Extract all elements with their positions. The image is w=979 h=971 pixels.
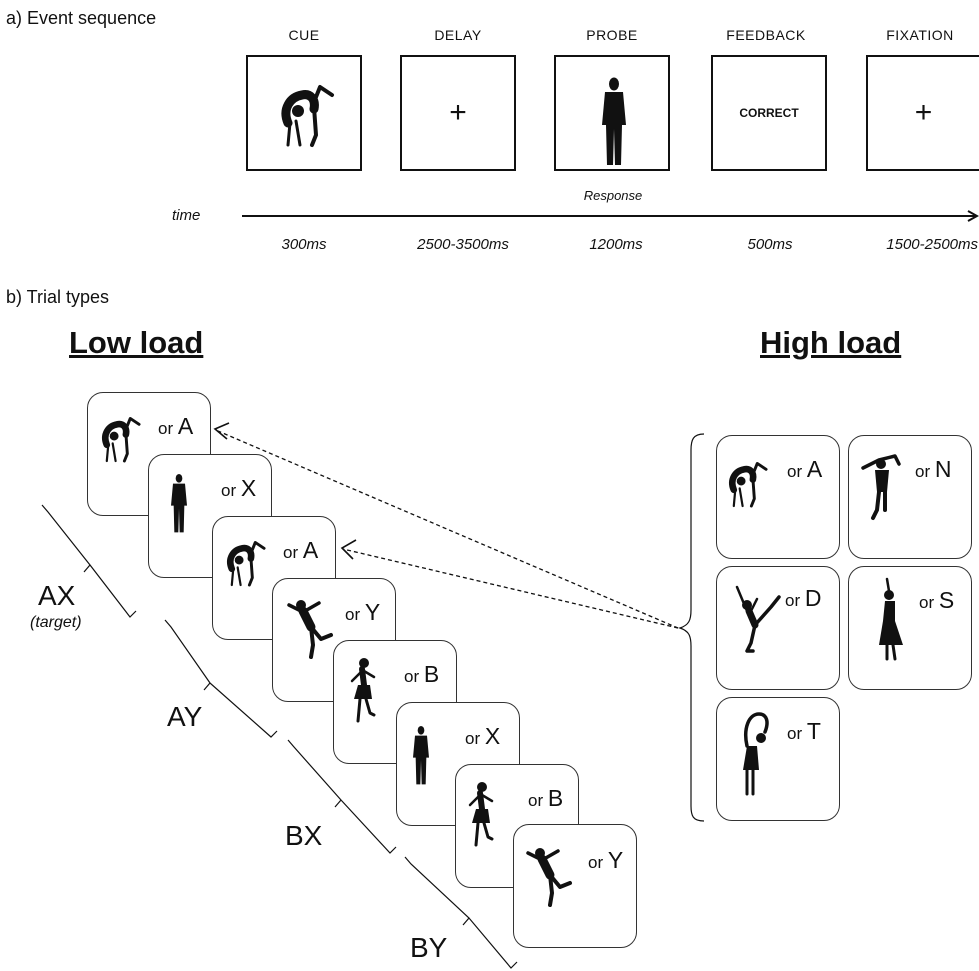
man-icon (171, 474, 187, 533)
event-sequence-title: a) Event sequence (6, 8, 157, 28)
trial-label-target: (target) (30, 614, 82, 631)
time-axis-arrow (242, 210, 979, 222)
high-card-t: or T (716, 697, 840, 821)
card-label: or X (221, 475, 257, 501)
event-label-cue: CUE (288, 27, 320, 43)
high-card-s: or S (848, 566, 972, 690)
card-label: or D (785, 585, 822, 611)
girl-icon (350, 658, 376, 723)
event-label-fixation: FIXATION (886, 27, 954, 43)
card-label: or N (915, 456, 952, 482)
card-label: or T (787, 718, 821, 744)
man-icon (602, 77, 626, 165)
trial-label-ay: AY (167, 701, 203, 732)
response-label: Response (583, 188, 643, 203)
dancer-icon (287, 600, 333, 659)
duration-delay: 2500-3500ms (417, 236, 509, 253)
card-label: or B (404, 661, 440, 687)
side-bend-icon (743, 712, 769, 796)
ax-bracket (41, 504, 137, 618)
card-label: or A (158, 413, 194, 439)
high-load-bracket (678, 433, 705, 822)
fixation-cross: + (914, 96, 933, 129)
card-label: or B (528, 785, 564, 811)
high-card-d: or D (716, 566, 840, 690)
card-label: or Y (588, 847, 624, 873)
fixation-cross: + (449, 96, 467, 129)
trial-types-title: b) Trial types (6, 287, 110, 307)
dancer-icon (526, 848, 572, 907)
high-card-n: or N (848, 435, 972, 559)
girl-icon (468, 782, 494, 847)
dashed-arrow-bottom (342, 548, 679, 629)
probe-box (554, 55, 670, 171)
card-label: or A (283, 537, 319, 563)
trial-label-by: BY (410, 932, 448, 963)
gymnast-icon (281, 85, 334, 147)
bx-bracket (287, 739, 397, 854)
stretching-figure-icon (861, 454, 901, 520)
high-card-a: or A (716, 435, 840, 559)
low-card-8: or Y (513, 824, 637, 948)
delay-box: + (400, 55, 516, 171)
man-icon (413, 726, 429, 785)
event-label-probe: PROBE (586, 27, 638, 43)
correct-text: CORRECT (739, 106, 799, 120)
cue-box (246, 55, 362, 171)
card-label: or S (919, 587, 955, 613)
low-load-heading: Low load (69, 325, 204, 360)
time-label: time (172, 207, 201, 224)
trial-label-bx: BX (285, 820, 323, 851)
card-label: or X (465, 723, 501, 749)
feedback-box: CORRECT (711, 55, 827, 171)
gymnast-icon (102, 417, 141, 463)
event-label-delay: DELAY (434, 27, 482, 43)
gymnast-icon (227, 540, 266, 587)
card-label: or A (787, 456, 823, 482)
duration-cue: 300ms (281, 236, 327, 253)
trial-label-ax: AX (38, 580, 76, 611)
high-load-heading: High load (760, 325, 902, 360)
woman-dress-icon (879, 577, 903, 661)
fixation-box: + (866, 55, 979, 171)
duration-feedback: 500ms (747, 236, 793, 253)
card-label: or Y (345, 599, 381, 625)
by-bracket (404, 856, 518, 969)
event-label-feedback: FEEDBACK (726, 27, 806, 43)
duration-fixation: 1500-2500ms (886, 236, 978, 253)
ay-bracket (164, 619, 278, 738)
gymnast-icon (729, 462, 768, 508)
skater-icon (735, 585, 781, 653)
duration-probe: 1200ms (589, 236, 643, 253)
